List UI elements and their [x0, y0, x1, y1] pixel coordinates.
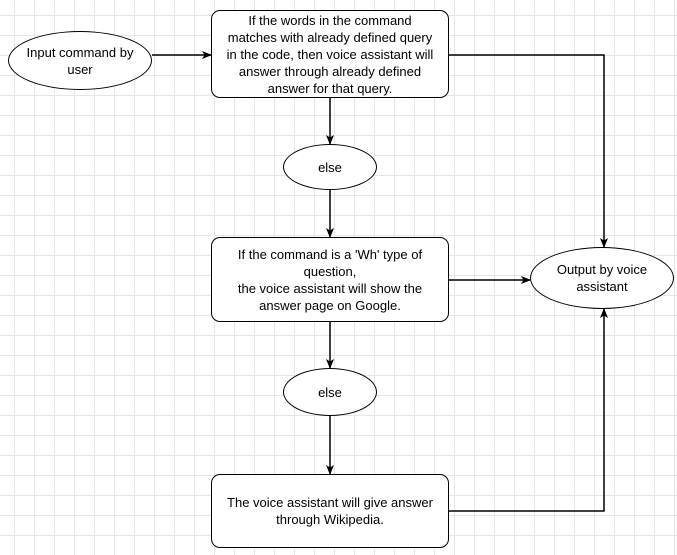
arrow-step3-to-output [449, 308, 608, 512]
output-node-label: Output by voice assistant [556, 262, 648, 294]
input-node-label: Input command by user [26, 44, 134, 77]
else1-node: else [283, 144, 377, 190]
output-node: Output by voice assistant [530, 247, 674, 309]
step1-node-label: If the words in the command matches with… [226, 12, 434, 96]
step3-node-label: The voice assistant will give answer thr… [227, 495, 433, 527]
else2-node: else [283, 368, 377, 416]
step1-node: If the words in the command matches with… [211, 10, 449, 98]
step2-node: If the command is a 'Wh' type of questio… [211, 237, 449, 322]
arrow-step1-to-output [449, 54, 608, 248]
step3-node: The voice assistant will give answer thr… [211, 474, 449, 548]
step2-node-label: If the command is a 'Wh' type of questio… [237, 246, 423, 313]
else2-node-label: else [318, 384, 342, 400]
input-node: Input command by user [8, 31, 152, 90]
else1-node-label: else [318, 159, 342, 175]
